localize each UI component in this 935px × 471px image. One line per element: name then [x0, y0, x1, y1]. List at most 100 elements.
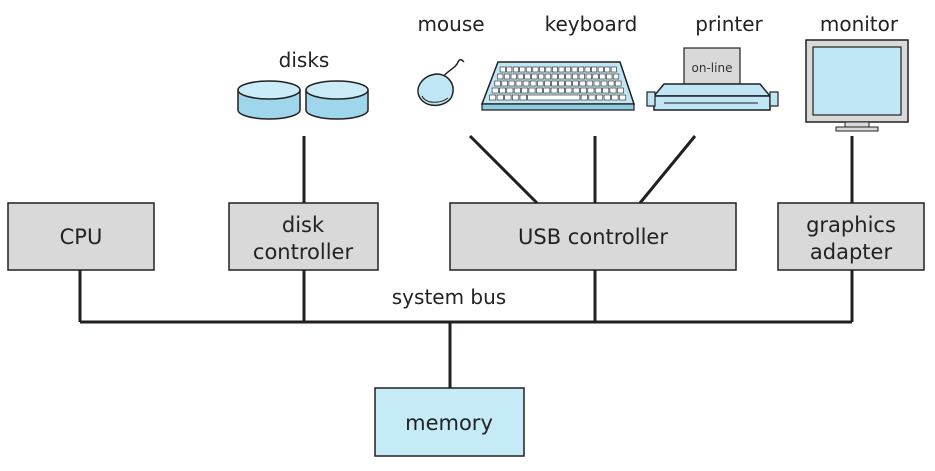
keyboard-key: [545, 66, 552, 73]
keyboard-key: [572, 87, 580, 94]
keyboard-key: [512, 66, 519, 73]
keyboard-key: [506, 87, 514, 94]
keyboard-key: [499, 87, 506, 94]
graphics-adapter-box: graphics adapter: [777, 202, 925, 271]
disk-controller-label-line1: disk: [282, 213, 325, 237]
printer-label: printer: [695, 12, 763, 36]
keyboard-key: [584, 66, 591, 73]
keyboard-key: [524, 73, 531, 80]
keyboard-key: [571, 73, 579, 80]
keyboard-key: [506, 66, 513, 73]
keyboard-key: [565, 80, 572, 87]
disk-drive-icon: [237, 80, 369, 120]
keyboard-key: [597, 66, 604, 73]
cpu-box: CPU: [7, 202, 155, 271]
keyboard-key: [558, 87, 565, 94]
keyboard-key: [543, 87, 551, 94]
keyboard-key: [607, 80, 615, 87]
keyboard-key: [494, 80, 501, 87]
keyboard-key: [614, 80, 622, 87]
keyboard-key: [592, 73, 599, 80]
keyboard-key: [504, 94, 512, 101]
keyboard-key: [611, 94, 619, 101]
keyboard-key: [519, 66, 526, 73]
keyboard-key: [602, 87, 610, 94]
keyboard-key: [515, 80, 523, 87]
keyboard-key: [612, 73, 620, 80]
keyboard-key: [580, 87, 587, 94]
keyboard-key: [610, 66, 617, 73]
keyboard-key: [591, 66, 598, 73]
disk-controller-box: disk controller: [228, 202, 379, 271]
keyboard-key: [510, 73, 517, 80]
keyboard-key: [544, 80, 551, 87]
keyboard-key: [503, 73, 511, 80]
keyboard-key: [538, 66, 545, 73]
monitor-label: monitor: [820, 12, 899, 36]
printer-status-label: on-line: [692, 61, 733, 75]
usb-controller-label: USB controller: [518, 225, 668, 249]
keyboard-key: [551, 66, 558, 73]
keyboard-key: [512, 94, 520, 101]
usb-controller-box: USB controller: [449, 202, 737, 271]
keyboard-key: [508, 80, 516, 87]
keyboard-label: keyboard: [545, 12, 638, 36]
keyboard-key: [594, 87, 602, 94]
printer-connector: [638, 135, 697, 204]
keyboard-key: [619, 94, 627, 101]
disk-controller-label-line2: controller: [253, 240, 354, 264]
memory-box: memory: [374, 387, 525, 457]
keyboard-key: [603, 94, 611, 101]
keyboard-key: [600, 80, 608, 87]
keyboard-key: [580, 94, 588, 101]
keyboard-spacebar: [527, 94, 581, 101]
keyboard-key: [558, 73, 565, 80]
keyboard-key: [565, 73, 572, 80]
mouse-connector: [468, 134, 539, 205]
keyboard-key: [528, 87, 536, 94]
keyboard-key: [585, 73, 592, 80]
monitor-icon: [805, 39, 909, 132]
keyboard-key: [606, 73, 613, 80]
memory-label: memory: [405, 411, 493, 435]
keyboard-key: [532, 66, 539, 73]
keyboard-key: [578, 66, 585, 73]
graphics-adapter-label-line1: graphics: [806, 213, 896, 237]
keyboard-key: [517, 73, 524, 80]
keyboard-key: [519, 94, 527, 101]
keyboard-key: [535, 87, 543, 94]
keyboard-key: [572, 80, 579, 87]
keyboard-key: [497, 73, 504, 80]
keyboard-key: [558, 80, 565, 87]
keyboard-key: [491, 87, 499, 94]
graphics-adapter-label-line2: adapter: [810, 240, 893, 264]
keyboard-key: [522, 80, 530, 87]
keyboard-key: [551, 80, 558, 87]
mouse-label: mouse: [417, 12, 484, 36]
disks-label: disks: [279, 48, 330, 72]
system-bus-label: system bus: [392, 285, 506, 309]
printer-icon: on-line: [646, 47, 779, 111]
keyboard-key: [536, 80, 544, 87]
keyboard-key: [537, 73, 545, 80]
keyboard-key: [571, 66, 578, 73]
keyboard-key: [544, 73, 551, 80]
mouse-icon: [417, 58, 465, 107]
keyboard-key: [565, 87, 573, 94]
keyboard-key: [501, 80, 508, 87]
connection-lines: [78, 134, 854, 388]
keyboard-key: [529, 80, 537, 87]
keyboard-key: [513, 87, 521, 94]
keyboard-key: [531, 73, 538, 80]
keyboard-key: [586, 80, 594, 87]
keyboard-key: [578, 73, 585, 80]
keyboard-key: [579, 80, 586, 87]
keyboard-key: [489, 94, 497, 101]
keyboard-key: [565, 66, 572, 73]
keyboard-key: [599, 73, 606, 80]
keyboard-key: [604, 66, 611, 73]
keyboard-key: [596, 94, 604, 101]
keyboard-key: [609, 87, 617, 94]
keyboard-key: [496, 94, 504, 101]
